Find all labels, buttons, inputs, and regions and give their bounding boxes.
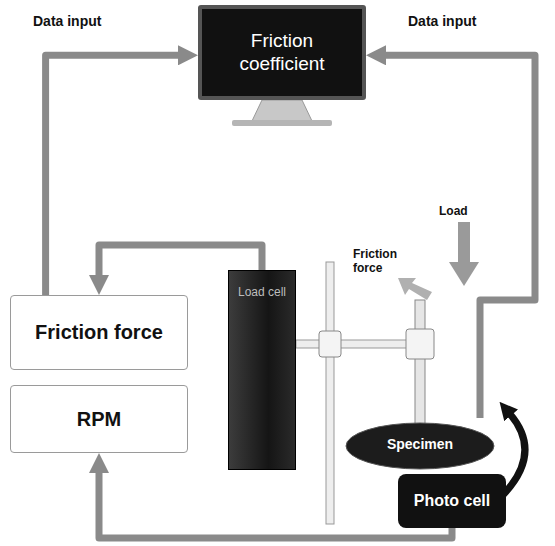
node-text: Photo cell [406,488,498,514]
rod-collar [319,331,341,357]
disc-outline [346,423,494,469]
node-text: Specimen [379,430,461,458]
friction-force-box: Friction force [10,295,188,370]
monitor-base [232,120,332,126]
edge-label: Data input [405,12,479,30]
node-text: RPM [69,404,129,435]
monitor-stand [252,100,312,121]
load-arrow [449,222,479,286]
node-text: Friction coefficient [202,26,362,80]
friction-force-arrow [398,278,432,300]
pin-collar [406,329,434,359]
rpm-box: RPM [10,385,188,453]
photo-cell: Photo cell [398,474,506,528]
monitor-screen: Friction coefficient [198,5,366,100]
edge-label: Data input [30,12,104,30]
flow-arrow [46,55,180,295]
flow-arrow [384,55,535,418]
specimen-disc: Specimen [345,418,495,470]
node-text: Load cell [234,271,290,303]
support-rod [326,262,334,524]
load-cell: Load cell [228,270,296,470]
load-label: Load [438,205,480,219]
node-text: Friction force [27,317,171,348]
pin-holder [415,300,425,425]
force-label: Friction force [352,248,416,276]
